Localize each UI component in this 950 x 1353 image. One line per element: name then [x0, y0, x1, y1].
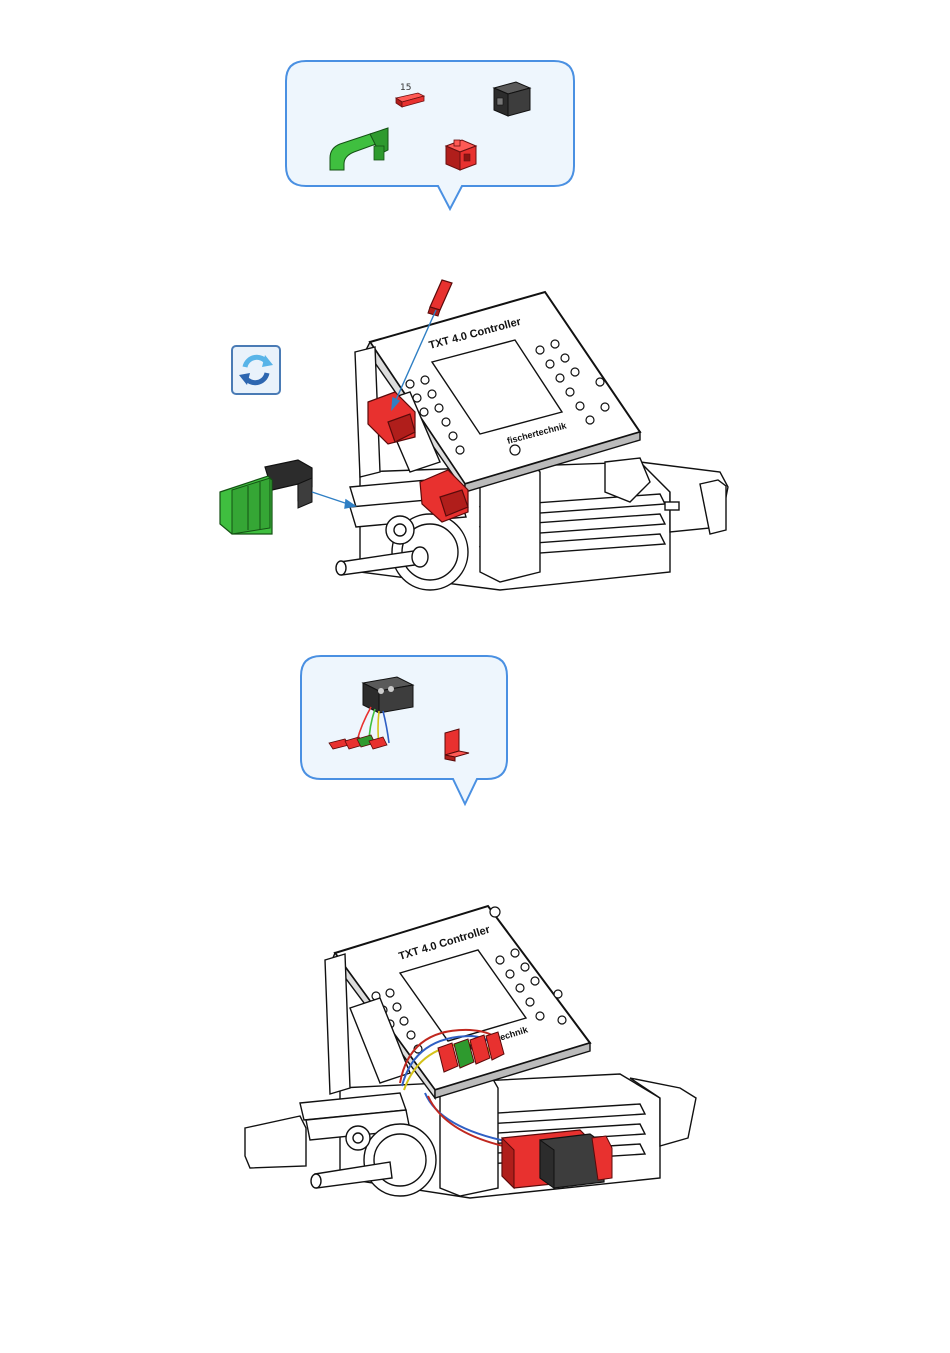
step1-assembly-illustration: TXT 4.0 Controller fischertechnik: [210, 272, 740, 607]
red-block-15-placed: [428, 280, 452, 316]
black-block-part: [494, 82, 530, 116]
sensor-mounted: [502, 1130, 612, 1188]
red-connector-block-part: [446, 140, 476, 170]
green-clip-with-black-block: [220, 460, 312, 534]
step2-parts-callout: [299, 655, 511, 807]
step2-assembly-illustration: TXT 4.0 Controller fischertechnik: [240, 898, 710, 1243]
step1-parts-callout: 15: [284, 60, 576, 212]
part-label-15: 15: [400, 83, 411, 93]
